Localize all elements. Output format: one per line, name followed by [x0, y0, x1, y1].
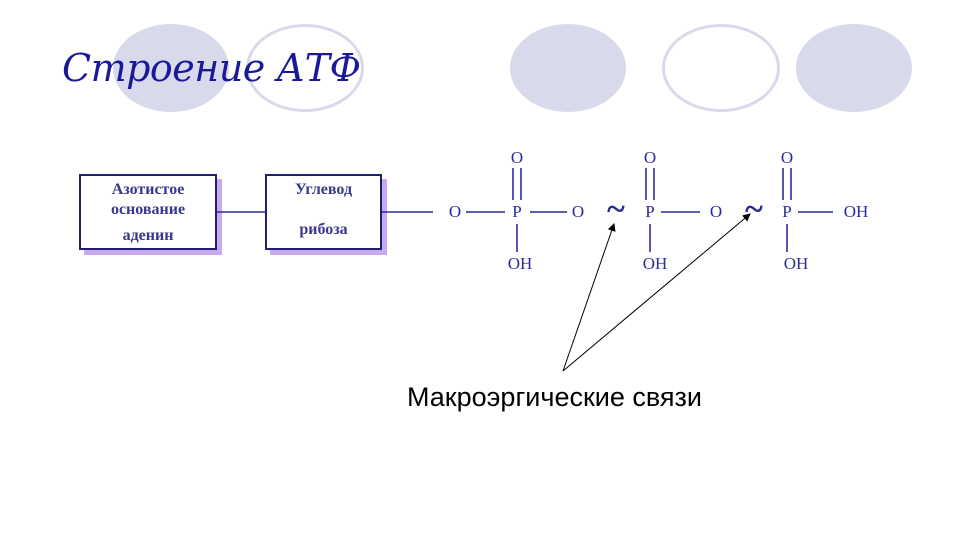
- terminal-hydroxyl: OH: [843, 202, 869, 221]
- box-line: рибоза: [299, 221, 348, 238]
- nitrogen-base-box: Азотистое основание аденин: [79, 174, 217, 250]
- decor-circle-4: [662, 24, 780, 112]
- carbohydrate-box: Углевод рибоза: [265, 174, 382, 250]
- decor-circle-1: [113, 24, 229, 112]
- double-bond-oxygen-2: O: [643, 148, 657, 167]
- hydroxyl-3: OH: [783, 254, 809, 273]
- phosphorus-1: P: [512, 202, 522, 221]
- hydroxyl-2: OH: [642, 254, 668, 273]
- decor-circle-2: [246, 24, 364, 112]
- phosphorus-3: P: [782, 202, 792, 221]
- box-line: Углевод: [294, 181, 353, 198]
- link-oxygen-1: O: [571, 202, 585, 221]
- box-line: аденин: [122, 227, 174, 244]
- double-bond-oxygen-3: O: [780, 148, 794, 167]
- macroergic-bond-1: ~: [607, 191, 625, 228]
- box-line: Азотистое: [111, 181, 185, 198]
- decor-circle-3: [510, 24, 626, 112]
- double-bond-oxygen-1: O: [510, 148, 524, 167]
- slide-title: Строение АТФ: [62, 46, 361, 90]
- arrow-2: [562, 213, 751, 372]
- bridge-oxygen: O: [448, 202, 462, 221]
- phosphorus-2: P: [645, 202, 655, 221]
- box-line: основание: [110, 201, 186, 218]
- macroergic-bond-2: ~: [745, 191, 763, 228]
- macroergic-bonds-caption: Макроэргические связи: [407, 382, 702, 412]
- decor-circle-5: [796, 24, 912, 112]
- hydroxyl-1: OH: [507, 254, 533, 273]
- arrow-1: [562, 223, 616, 372]
- link-oxygen-2: O: [709, 202, 723, 221]
